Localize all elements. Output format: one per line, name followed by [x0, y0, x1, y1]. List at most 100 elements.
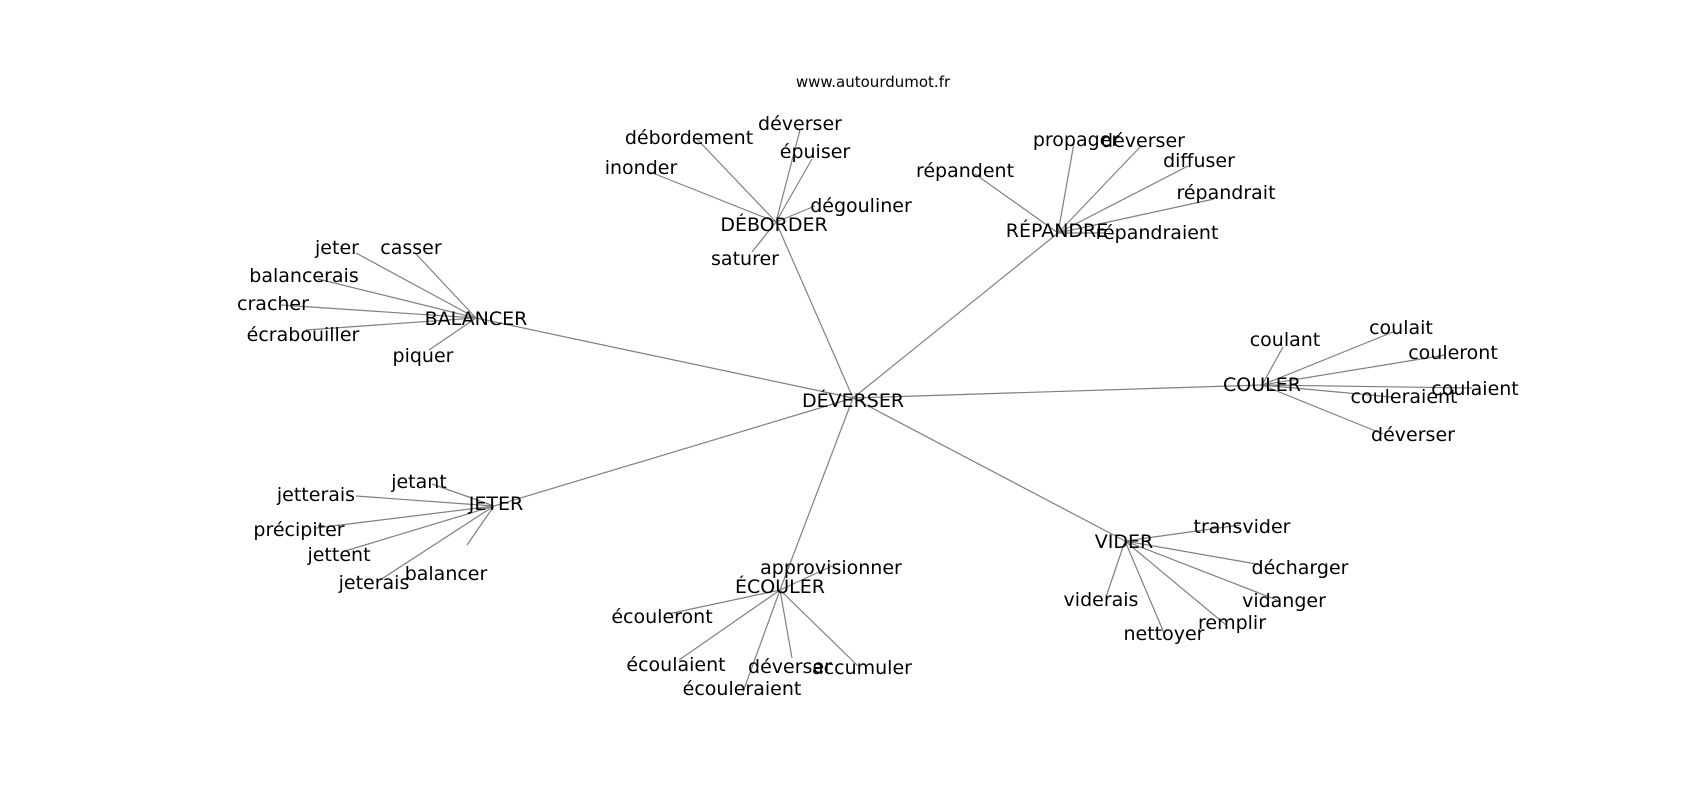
edge-center-repandre	[852, 232, 1059, 399]
word-node-deborder[interactable]: inonder	[605, 157, 678, 179]
edge-repandre-word	[1057, 145, 1142, 234]
word-node-ecouler[interactable]: approvisionner	[760, 557, 902, 579]
word-node-ecouler[interactable]: accumuler	[812, 657, 912, 679]
word-node-vider[interactable]: vidanger	[1242, 590, 1326, 612]
edge-deborder-word	[751, 221, 777, 253]
edge-jeter-word	[379, 505, 495, 581]
word-node-balancer[interactable]: cracher	[237, 293, 309, 315]
edge-couler-word	[1261, 384, 1384, 435]
word-node-couler[interactable]: couleraient	[1351, 386, 1458, 408]
word-node-deborder[interactable]: saturer	[711, 248, 779, 270]
cluster-node-couler[interactable]: COULER	[1223, 374, 1301, 396]
edge-center-balancer	[475, 317, 854, 399]
edge-jeter-word	[315, 505, 495, 529]
edge-jeter-word	[344, 505, 495, 552]
word-node-couler[interactable]: déverser	[1371, 424, 1455, 446]
word-node-vider[interactable]: viderais	[1064, 589, 1139, 611]
word-node-balancer[interactable]: écrabouiller	[247, 324, 360, 346]
word-node-couler[interactable]: couleront	[1408, 342, 1498, 364]
word-node-balancer[interactable]: piquer	[393, 345, 454, 367]
edge-repandre-word	[1057, 198, 1215, 234]
word-node-vider[interactable]: décharger	[1252, 557, 1349, 579]
center-node-label[interactable]: DÉVERSER	[802, 389, 904, 412]
cluster-node-repandre[interactable]: RÉPANDRE	[1006, 219, 1109, 242]
cluster-node-ecouler[interactable]: ÉCOULER	[735, 575, 825, 598]
edge-vider-word	[1124, 524, 1241, 542]
word-node-jeter[interactable]: jeterais	[338, 572, 410, 594]
edge-vider-word	[1124, 540, 1165, 634]
labels-layer: DÉVERSER BALANCER jeter casser balancerais cr…	[237, 113, 1519, 700]
edge-couler-word	[1261, 331, 1394, 386]
edge-repandre-word	[974, 173, 1059, 234]
word-node-repandre[interactable]: déverser	[1101, 130, 1185, 152]
edge-vider-word	[1124, 540, 1278, 601]
word-node-ecouler[interactable]: écouleraient	[683, 678, 802, 700]
word-node-repandre[interactable]: répandraient	[1096, 222, 1219, 244]
word-node-deborder[interactable]: épuiser	[780, 141, 851, 163]
edge-vider-word	[1124, 540, 1263, 566]
word-node-jeter[interactable]: jetant	[390, 471, 447, 493]
edge-balancer-word	[280, 304, 477, 319]
word-node-repandre[interactable]: répandent	[916, 160, 1014, 182]
word-node-ecouler[interactable]: écoulaient	[626, 654, 725, 676]
edge-balancer-word	[428, 317, 477, 351]
edge-deborder-word	[775, 158, 813, 223]
edge-jeter-word	[431, 483, 495, 507]
cluster-node-jeter[interactable]: JETER	[468, 493, 523, 515]
word-node-vider[interactable]: nettoyer	[1123, 623, 1204, 645]
word-node-jeter[interactable]: balancer	[405, 563, 488, 585]
word-node-couler[interactable]: coulait	[1369, 317, 1433, 339]
edge-balancer-word	[415, 253, 477, 319]
word-node-deborder[interactable]: débordement	[625, 127, 753, 149]
edge-jeter-word	[466, 505, 495, 546]
word-node-deborder[interactable]: déverser	[758, 113, 842, 135]
edge-center-ecouler	[779, 397, 854, 591]
edge-ecouler-word	[779, 589, 859, 667]
edge-vider-word	[1124, 540, 1227, 626]
word-node-repandre[interactable]: propager	[1033, 129, 1120, 151]
edge-couler-word	[1261, 354, 1446, 386]
cluster-node-vider[interactable]: VIDER	[1095, 531, 1153, 553]
edge-center-deborder	[775, 221, 854, 399]
edge-couler-word	[1261, 384, 1392, 398]
edge-deborder-word	[649, 171, 777, 223]
site-label: www.autourdumot.fr	[796, 73, 951, 91]
word-node-ecouler[interactable]: déverser	[748, 656, 832, 678]
edge-jeter-word	[355, 495, 495, 507]
word-node-vider[interactable]: transvider	[1194, 516, 1291, 538]
word-node-jeter[interactable]: précipiter	[253, 519, 344, 541]
word-node-balancer[interactable]: casser	[380, 237, 442, 259]
word-node-couler[interactable]: coulaient	[1431, 378, 1519, 400]
word-node-vider[interactable]: remplir	[1198, 612, 1266, 634]
edge-deborder-word	[695, 137, 777, 223]
edge-center-couler	[852, 384, 1263, 399]
word-node-repandre[interactable]: répandrait	[1176, 182, 1275, 204]
edge-ecouler-word	[779, 565, 833, 591]
word-node-deborder[interactable]: dégouliner	[810, 195, 912, 217]
cluster-node-deborder[interactable]: DÉBORDER	[720, 213, 827, 236]
word-node-jeter[interactable]: jetterais	[276, 484, 355, 506]
edge-ecouler-word	[742, 589, 781, 693]
cluster-node-balancer[interactable]: BALANCER	[425, 308, 528, 330]
edge-ecouler-word	[667, 589, 781, 615]
edge-center-jeter	[493, 397, 854, 507]
edge-vider-word	[1105, 540, 1126, 598]
edge-balancer-word	[317, 278, 477, 319]
edges-layer	[280, 129, 1473, 693]
edge-ecouler-word	[678, 589, 781, 661]
word-node-ecouler[interactable]: écouleront	[611, 606, 712, 628]
word-node-balancer[interactable]: jeter	[314, 237, 359, 259]
edge-balancer-word	[355, 252, 477, 319]
edge-center-vider	[852, 397, 1126, 542]
word-node-couler[interactable]: coulant	[1250, 329, 1321, 351]
edge-deborder-word	[775, 129, 801, 223]
edge-ecouler-word	[779, 589, 793, 659]
word-node-jeter[interactable]: jettent	[306, 544, 370, 566]
edge-couler-word	[1261, 346, 1284, 386]
edge-repandre-word	[1057, 165, 1189, 234]
word-node-balancer[interactable]: balancerais	[249, 265, 358, 287]
edge-couler-word	[1261, 384, 1473, 389]
edge-repandre-word	[1057, 142, 1075, 234]
word-node-repandre[interactable]: diffuser	[1163, 150, 1235, 172]
